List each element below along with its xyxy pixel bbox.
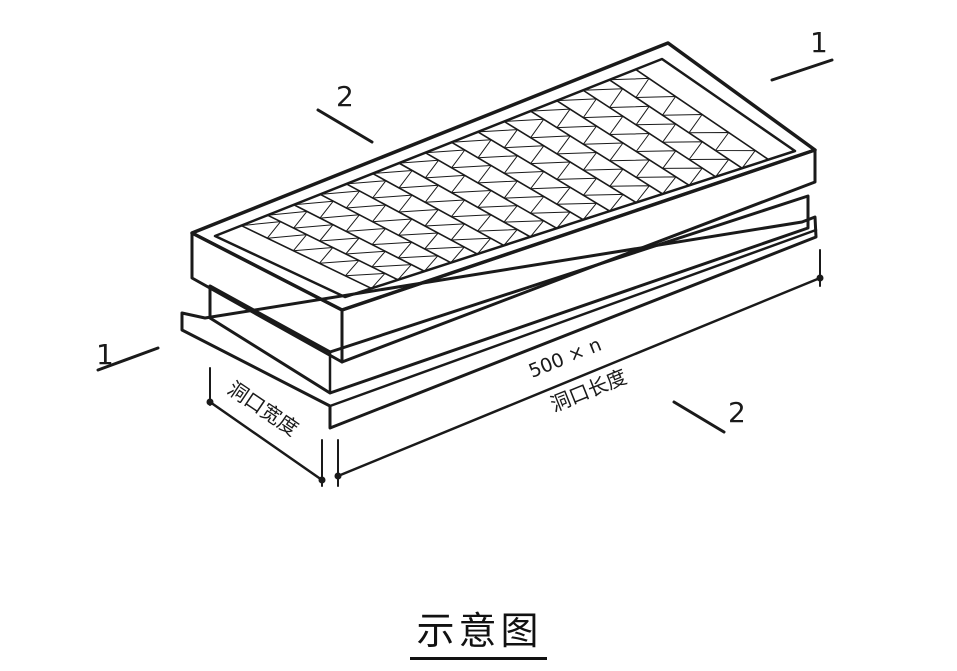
caption-container: 示意图 xyxy=(0,600,957,660)
section-number: 1 xyxy=(810,26,828,59)
section-number: 2 xyxy=(336,80,354,113)
grating-bar xyxy=(503,120,637,204)
grating-hatch xyxy=(477,129,637,212)
grating-bar xyxy=(608,79,743,169)
grating-hatch xyxy=(424,149,584,229)
width-dimension: 洞口宽度 xyxy=(206,367,326,487)
grating-cover xyxy=(190,41,817,364)
grating-bar xyxy=(634,68,770,161)
section-mark-1-right: 1 xyxy=(770,26,834,82)
grating-bar xyxy=(345,183,479,255)
grating-hatch xyxy=(608,77,769,169)
frame-body xyxy=(208,194,810,395)
grating-bar xyxy=(371,172,505,247)
grating-bar xyxy=(424,151,558,230)
grating-hatch xyxy=(582,88,743,178)
grating-bar xyxy=(319,193,452,264)
grating-bar xyxy=(477,131,611,212)
grating-bar xyxy=(398,162,532,238)
grating-hatch xyxy=(319,190,478,264)
grating-bar xyxy=(556,99,690,187)
section-mark-2-top: 2 xyxy=(316,80,374,144)
grating-hatch xyxy=(398,159,558,238)
grating-hatch xyxy=(346,180,505,255)
section-number: 2 xyxy=(728,396,746,429)
width-dimension-endpoint xyxy=(318,476,326,484)
grating-bar xyxy=(240,224,373,290)
grating-bar xyxy=(266,214,399,281)
grating-hatch xyxy=(451,139,611,221)
grating-hatch xyxy=(240,221,399,289)
grating-hatch xyxy=(503,118,664,203)
width-dimension-endpoint xyxy=(206,398,214,406)
diagram-caption: 示意图 xyxy=(410,600,547,660)
section-mark-1-left: 1 xyxy=(96,338,160,372)
grating-hatch xyxy=(530,108,690,195)
grating-hatch xyxy=(293,200,452,272)
grating-bar xyxy=(293,203,426,273)
grating-bar xyxy=(582,89,717,178)
grating-bar xyxy=(450,141,585,221)
base-frame xyxy=(180,215,818,430)
length-dimension-endpoint xyxy=(816,274,824,282)
section-number: 1 xyxy=(96,338,114,371)
grating-bar xyxy=(529,110,664,195)
section-mark-2-bottom: 2 xyxy=(672,396,746,434)
grating-bars xyxy=(240,68,770,290)
length-dimension-endpoint xyxy=(334,472,342,480)
grating-hatch xyxy=(556,98,717,186)
grating-hatch xyxy=(372,170,531,246)
grating-hatch xyxy=(267,210,425,281)
